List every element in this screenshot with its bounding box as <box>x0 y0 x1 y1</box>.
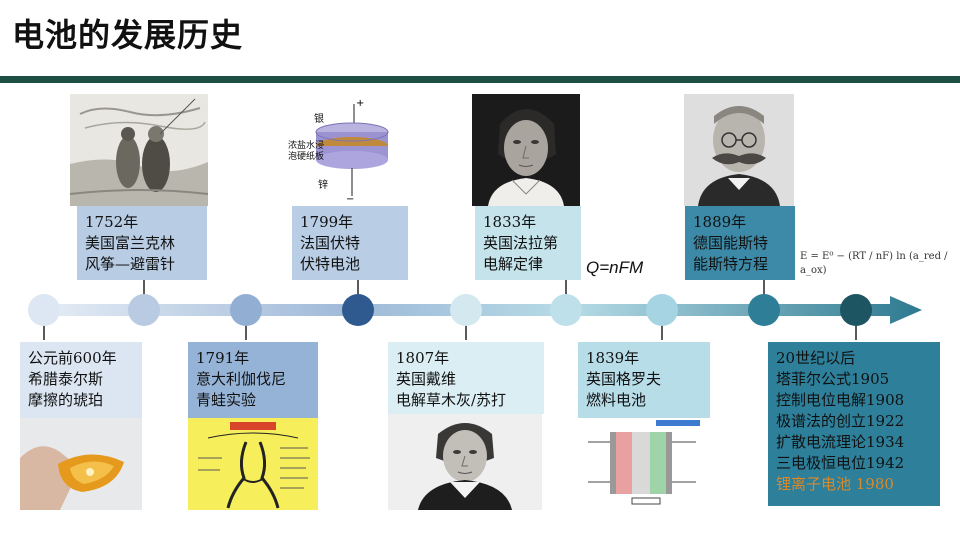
timeline-axis <box>28 280 922 340</box>
svg-text:泡硬纸板: 泡硬纸板 <box>288 150 324 162</box>
event-desc: 电解草木灰/苏打 <box>396 391 507 409</box>
event-year: 20世纪以后 <box>776 349 856 367</box>
event-year: 1833年 <box>483 213 537 231</box>
volta-pile-image: + − 浓盐水浸 泡硬纸板 银 锌 <box>284 96 396 204</box>
event-year: 1791年 <box>196 349 250 367</box>
event-desc: 摩擦的琥珀 <box>28 391 104 409</box>
event-year: 1752年 <box>85 213 139 231</box>
nernst-equation: E = E⁰ − (RT / nF) ln (a_red / a_ox) <box>800 251 948 276</box>
franklin-kite-image <box>70 94 208 206</box>
amber-image <box>20 418 142 510</box>
faraday-formula: Q=nFM <box>586 258 644 277</box>
nernst-portrait <box>684 94 794 206</box>
event-person: 希腊泰尔斯 <box>28 370 104 388</box>
event-desc: 燃料电池 <box>586 391 647 409</box>
event-year: 1839年 <box>586 349 640 367</box>
event-person: 意大利伽伐尼 <box>196 370 287 388</box>
node-e6 <box>646 294 678 326</box>
timeline-arrow <box>44 296 922 324</box>
event-item: 三电极恒电位1942 <box>776 454 905 472</box>
davy-portrait <box>388 414 542 510</box>
svg-text:浓盐水浸: 浓盐水浸 <box>288 139 324 151</box>
event-desc: 能斯特方程 <box>693 255 769 273</box>
event-person: 美国富兰克林 <box>85 234 176 252</box>
event-box-20th-century: 20世纪以后 塔菲尔公式1905 控制电位电解1908 极谱法的创立1922 扩… <box>768 342 940 506</box>
title-underline <box>0 76 960 83</box>
event-person: 德国能斯特 <box>693 234 769 252</box>
node-e2 <box>230 294 262 326</box>
node-e0 <box>28 294 60 326</box>
event-item: 塔菲尔公式1905 <box>776 370 890 388</box>
event-year: 1807年 <box>396 349 450 367</box>
node-e5 <box>550 294 582 326</box>
event-box-600bc: 公元前600年 希腊泰尔斯 摩擦的琥珀 <box>20 342 142 418</box>
event-box-1807: 1807年 英国戴维 电解草木灰/苏打 <box>388 342 544 414</box>
node-e8 <box>840 294 872 326</box>
event-box-1839: 1839年 英国格罗夫 燃料电池 <box>578 342 710 418</box>
svg-text:银: 银 <box>314 112 324 125</box>
event-box-1889: 1889年 德国能斯特 能斯特方程 <box>685 206 795 280</box>
fuel-cell-diagram <box>580 418 708 508</box>
event-person: 英国格罗夫 <box>586 370 662 388</box>
event-item: 扩散电流理论1934 <box>776 433 905 451</box>
node-e7 <box>748 294 780 326</box>
node-e3 <box>342 294 374 326</box>
faraday-portrait <box>472 94 580 206</box>
svg-text:−: − <box>346 194 354 204</box>
event-desc: 伏特电池 <box>300 255 361 273</box>
galvani-frog-image <box>188 418 318 510</box>
event-person: 英国戴维 <box>396 370 457 388</box>
node-e1 <box>128 294 160 326</box>
event-box-1799: 1799年 法国伏特 伏特电池 <box>292 206 408 280</box>
event-item: 控制电位电解1908 <box>776 391 905 409</box>
event-box-1833: 1833年 英国法拉第 电解定律 <box>475 206 581 280</box>
svg-text:锌: 锌 <box>318 178 328 191</box>
page-title: 电池的发展历史 <box>12 16 244 54</box>
event-person: 法国伏特 <box>300 234 361 252</box>
event-year: 1799年 <box>300 213 354 231</box>
svg-text:+: + <box>356 98 364 109</box>
event-box-1752: 1752年 美国富兰克林 风筝—避雷针 <box>77 206 207 280</box>
node-e4 <box>450 294 482 326</box>
event-year: 1889年 <box>693 213 747 231</box>
event-desc: 青蛙实验 <box>196 391 257 409</box>
event-person: 英国法拉第 <box>483 234 559 252</box>
event-box-1791: 1791年 意大利伽伐尼 青蛙实验 <box>188 342 318 418</box>
event-item: 极谱法的创立1922 <box>776 412 905 430</box>
event-desc: 电解定律 <box>483 255 544 273</box>
event-year: 公元前600年 <box>28 349 117 367</box>
event-desc: 风筝—避雷针 <box>85 255 176 273</box>
event-item-highlight: 锂离子电池 1980 <box>776 475 894 493</box>
